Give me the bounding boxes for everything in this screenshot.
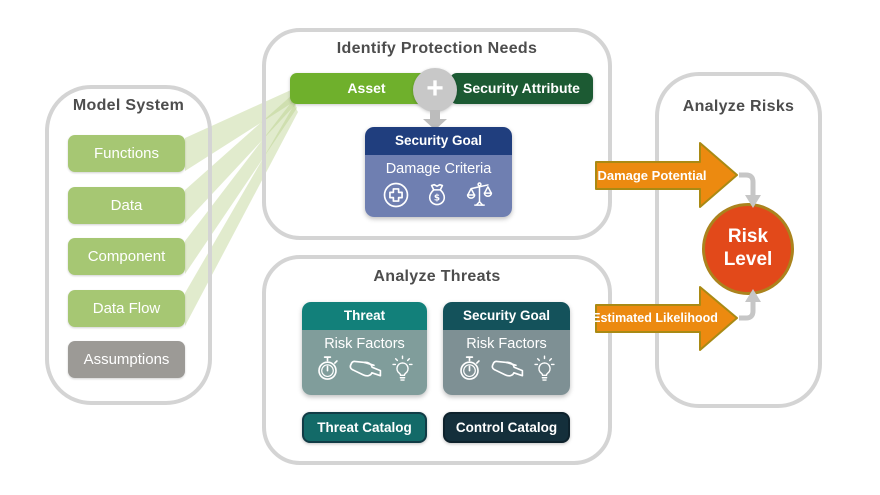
- pointing-hand-icon: [349, 360, 382, 377]
- panel-analyze-threats: Analyze Threats Threat Risk Factors: [262, 255, 612, 465]
- security-goal-box: Security Goal Damage Criteria $: [365, 127, 512, 217]
- svg-text:$: $: [434, 193, 440, 203]
- model-item-component: Component: [68, 238, 185, 275]
- threat-catalog-button: Threat Catalog: [302, 412, 427, 443]
- plus-combine-icon: +: [413, 68, 457, 112]
- scales-icon: [466, 182, 493, 206]
- goal-risk-factors-icon-row: [443, 354, 570, 383]
- goal-risk-factors-label: Risk Factors: [466, 336, 547, 352]
- model-system-title: Model System: [72, 97, 185, 114]
- damage-connector-line: [739, 172, 756, 196]
- damage-potential-arrow: [595, 142, 738, 208]
- merge-arrow-down-icon: [423, 119, 447, 130]
- threat-risk-factors-label: Risk Factors: [324, 336, 405, 352]
- panel-identify-protection-needs: Identify Protection Needs Asset Security…: [262, 28, 612, 240]
- security-goal-body: Damage Criteria $: [365, 155, 512, 217]
- security-goal-card: Security Goal Risk Factors: [443, 302, 570, 395]
- estimated-likelihood-arrow: [595, 286, 738, 351]
- model-item-assumptions: Assumptions: [68, 341, 185, 378]
- threat-card-header: Threat: [302, 302, 427, 330]
- fan-connector-data-flow: [185, 105, 298, 326]
- security-goal-card-body: Risk Factors: [443, 330, 570, 395]
- fan-connector-component: [185, 100, 297, 274]
- security-goal-card-header: Security Goal: [443, 302, 570, 330]
- stopwatch-icon: [460, 356, 480, 380]
- damage-connector-arrowhead-icon: [745, 195, 761, 208]
- damage-potential-label: Damage Potential: [597, 168, 707, 183]
- money-bag-icon: $: [428, 183, 446, 206]
- security-goal-header: Security Goal: [365, 127, 512, 155]
- identify-protection-needs-title: Identify Protection Needs: [336, 40, 538, 57]
- threat-card-body: Risk Factors: [302, 330, 427, 395]
- model-item-functions: Functions: [68, 135, 185, 172]
- threat-risk-factors-icon-row: [302, 354, 427, 383]
- damage-criteria-label: Damage Criteria: [385, 161, 492, 177]
- threat-card: Threat Risk Factors: [302, 302, 427, 395]
- fan-connector-data: [185, 95, 296, 223]
- panel-model-system: Model System Functions Data Component Da…: [45, 85, 212, 405]
- lightbulb-icon: [392, 355, 413, 381]
- stopwatch-icon: [318, 356, 338, 380]
- fan-connector-functions: [185, 90, 295, 171]
- medical-cross-icon: [383, 182, 409, 208]
- estimated-likelihood-label: Estimated Likelihood: [592, 311, 718, 325]
- model-item-data: Data: [68, 187, 185, 224]
- panel-analyze-risks: Analyze Risks: [655, 72, 822, 408]
- analyze-risks-title: Analyze Risks: [682, 98, 795, 115]
- model-item-data-flow: Data Flow: [68, 290, 185, 327]
- risk-level-line1: Risk: [727, 226, 769, 248]
- security-attribute-pill: Security Attribute: [450, 73, 593, 104]
- risk-level-circle: Risk Level: [702, 203, 794, 295]
- likelihood-connector-line: [739, 301, 756, 321]
- risk-level-line2: Level: [723, 249, 773, 270]
- control-catalog-button: Control Catalog: [443, 412, 570, 443]
- pointing-hand-icon: [491, 360, 524, 377]
- analyze-threats-title: Analyze Threats: [373, 268, 501, 285]
- merge-arrow-stem: [430, 110, 440, 119]
- lightbulb-icon: [534, 355, 555, 381]
- damage-criteria-icon-row: $: [365, 181, 512, 209]
- likelihood-connector-arrowhead-icon: [745, 289, 761, 302]
